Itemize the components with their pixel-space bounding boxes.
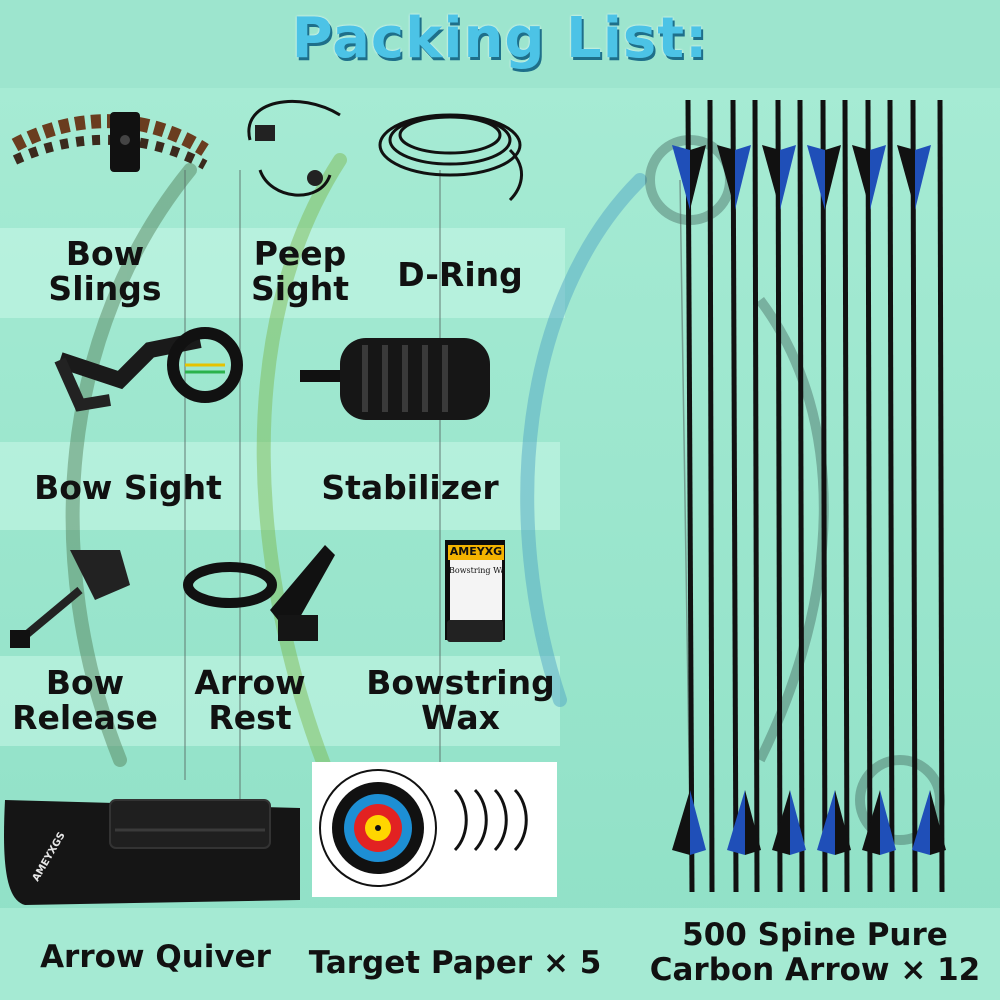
label-peep-sight-line1: Peep	[253, 234, 347, 273]
label-arrow-rest-line1: Arrow	[194, 663, 306, 702]
stabilizer-image	[300, 338, 490, 420]
label-bow-sight-line1: Bow Sight	[34, 468, 222, 507]
label-arrow-quiver-line1: Arrow Quiver	[40, 939, 271, 975]
arrow-vanes-bottom	[672, 790, 946, 855]
wax-label-text: Bowstring Wax	[449, 566, 505, 575]
bottom-label-bar	[0, 908, 1000, 1000]
bow-sight-image	[54, 327, 243, 412]
label-bow-release-line2: Release	[12, 698, 158, 737]
bowstring-wax-image	[445, 540, 505, 642]
arrow-vanes-top	[672, 145, 931, 210]
carbon-arrows-image	[685, 99, 945, 893]
label-arrow-rest-line2: Rest	[208, 698, 292, 737]
label-target-paper-line1: Target Paper × 5	[308, 945, 602, 981]
label-bow-sight: Bow Sight	[28, 470, 228, 505]
label-target-paper: Target Paper × 5	[300, 946, 610, 981]
arrow-quiver-image	[4, 799, 300, 905]
label-bowstring-wax-line1: Bowstring	[366, 663, 555, 702]
label-peep-sight: Peep Sight	[225, 236, 375, 306]
label-band-row2	[0, 442, 560, 530]
label-carbon-arrow-line1: 500 Spine Pure	[682, 917, 948, 953]
bow-release-image	[10, 550, 130, 648]
label-bow-slings-line2: Slings	[48, 269, 162, 308]
label-bow-release-line1: Bow	[45, 663, 125, 702]
bow-slings-image	[11, 112, 209, 172]
title-band	[0, 0, 1000, 88]
label-carbon-arrow: 500 Spine Pure Carbon Arrow × 12	[640, 918, 990, 988]
label-band-row3	[0, 656, 560, 746]
peep-sight-image	[247, 99, 341, 197]
target-paper-image	[312, 762, 557, 897]
page-title: Packing List:	[291, 6, 709, 71]
arrow-rest-image	[183, 545, 335, 641]
label-bowstring-wax: Bowstring Wax	[358, 665, 563, 735]
background-bow-camo	[65, 153, 647, 787]
label-d-ring-line1: D-Ring	[397, 255, 523, 294]
label-band-row1	[0, 228, 565, 318]
label-stabilizer-line1: Stabilizer	[321, 468, 499, 507]
label-stabilizer: Stabilizer	[315, 470, 505, 505]
label-d-ring: D-Ring	[385, 257, 535, 292]
label-bow-slings-line1: Bow	[65, 234, 145, 273]
label-bow-slings: Bow Slings	[30, 236, 180, 306]
label-bowstring-wax-line2: Wax	[421, 698, 500, 737]
label-arrow-quiver: Arrow Quiver	[28, 940, 283, 975]
label-carbon-arrow-line2: Carbon Arrow × 12	[649, 952, 981, 988]
label-bow-release: Bow Release	[10, 665, 160, 735]
d-ring-image	[378, 113, 524, 202]
label-arrow-rest: Arrow Rest	[180, 665, 320, 735]
wax-brand-text: AMEYXG	[449, 545, 503, 558]
label-peep-sight-line2: Sight	[251, 269, 349, 308]
bow-strings	[184, 170, 691, 821]
